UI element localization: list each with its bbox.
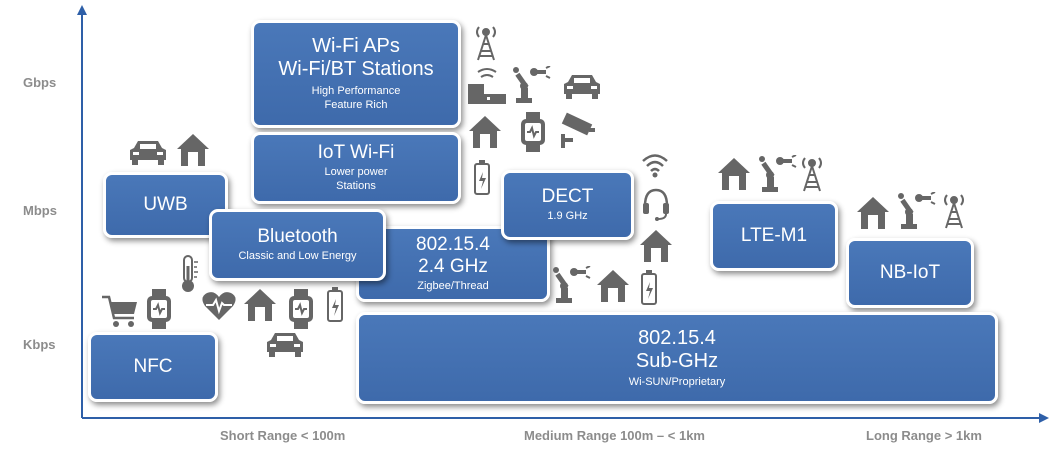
- iot-wifi-sub-2: Stations: [336, 180, 376, 193]
- wifi-aps-box: Wi-Fi APs Wi-Fi/BT Stations High Perform…: [251, 20, 461, 128]
- nfc-box: NFC: [88, 332, 218, 402]
- home-icon: [467, 114, 503, 150]
- nfc-title: NFC: [133, 356, 173, 378]
- zigbee-title: 802.15.4: [416, 234, 490, 256]
- y-tick-kbps: Kbps: [23, 337, 56, 352]
- battery-icon: [326, 287, 344, 323]
- headset-icon: [640, 186, 672, 222]
- car-icon: [128, 138, 168, 166]
- x-tick-short-range: Short Range < 100m: [220, 428, 346, 443]
- car-icon: [265, 330, 305, 358]
- car-icon: [562, 72, 602, 100]
- subghz-title-2: Sub-GHz: [635, 349, 719, 372]
- nb-iot-title: NB-IoT: [879, 262, 941, 284]
- robot-arm-icon: [897, 192, 937, 230]
- home-icon: [855, 195, 891, 231]
- security-camera-icon: [559, 112, 599, 148]
- router-icon: [466, 66, 508, 106]
- wifi-aps-title-2: Wi-Fi/BT Stations: [278, 58, 434, 81]
- uwb-box: UWB: [103, 172, 228, 238]
- battery-icon: [473, 160, 491, 196]
- home-icon: [595, 268, 631, 304]
- x-tick-long-range: Long Range > 1km: [866, 428, 982, 443]
- smartwatch-icon: [286, 289, 316, 329]
- wifi-aps-sub-2: Feature Rich: [324, 99, 388, 111]
- lte-m1-box: LTE-M1: [710, 201, 838, 271]
- cell-tower-icon: [797, 155, 827, 193]
- heart-pulse-icon: [201, 291, 237, 321]
- uwb-title: UWB: [143, 194, 188, 216]
- battery-icon: [640, 270, 658, 306]
- dect-box: DECT 1.9 GHz: [501, 170, 634, 240]
- bluetooth-box: Bluetooth Classic and Low Energy: [209, 209, 386, 281]
- cell-tower-icon: [939, 192, 969, 230]
- robot-arm-icon: [758, 155, 798, 193]
- dect-title: DECT: [541, 185, 594, 207]
- smartwatch-icon: [518, 112, 548, 152]
- robot-arm-icon: [512, 66, 552, 104]
- iot-wifi-title: IoT Wi-Fi: [317, 142, 395, 164]
- wifi-aps-title: Wi-Fi APs: [312, 35, 400, 58]
- dect-sub: 1.9 GHz: [547, 210, 588, 223]
- home-icon: [638, 228, 674, 264]
- y-tick-mbps: Mbps: [23, 203, 57, 218]
- nb-iot-box: NB-IoT: [846, 238, 974, 308]
- wifi-aps-sub-1: High Performance: [311, 85, 401, 98]
- shopping-cart-icon: [100, 294, 140, 330]
- subghz-box: 802.15.4 Sub-GHz Wi-SUN/Proprietary: [356, 312, 998, 404]
- subghz-title: 802.15.4: [638, 326, 716, 349]
- wifi-icon: [640, 150, 670, 180]
- iot-wifi-sub-1: Lower power: [324, 166, 388, 179]
- cell-tower-icon: [471, 24, 501, 62]
- x-tick-medium-range: Medium Range 100m – < 1km: [524, 428, 705, 443]
- zigbee-title-2: 2.4 GHz: [418, 255, 488, 277]
- home-icon: [716, 156, 752, 192]
- home-icon: [242, 287, 278, 323]
- subghz-sub: Wi-SUN/Proprietary: [628, 375, 726, 388]
- thermometer-icon: [176, 254, 200, 294]
- lte-m1-title: LTE-M1: [740, 225, 808, 247]
- home-icon: [175, 132, 211, 168]
- bluetooth-title: Bluetooth: [257, 225, 338, 247]
- smartwatch-icon: [144, 289, 174, 329]
- bluetooth-sub: Classic and Low Energy: [238, 250, 357, 263]
- zigbee-sub: Zigbee/Thread: [417, 279, 489, 292]
- robot-arm-icon: [552, 266, 592, 304]
- y-tick-gbps: Gbps: [23, 75, 57, 90]
- iot-wifi-box: IoT Wi-Fi Lower power Stations: [251, 132, 461, 204]
